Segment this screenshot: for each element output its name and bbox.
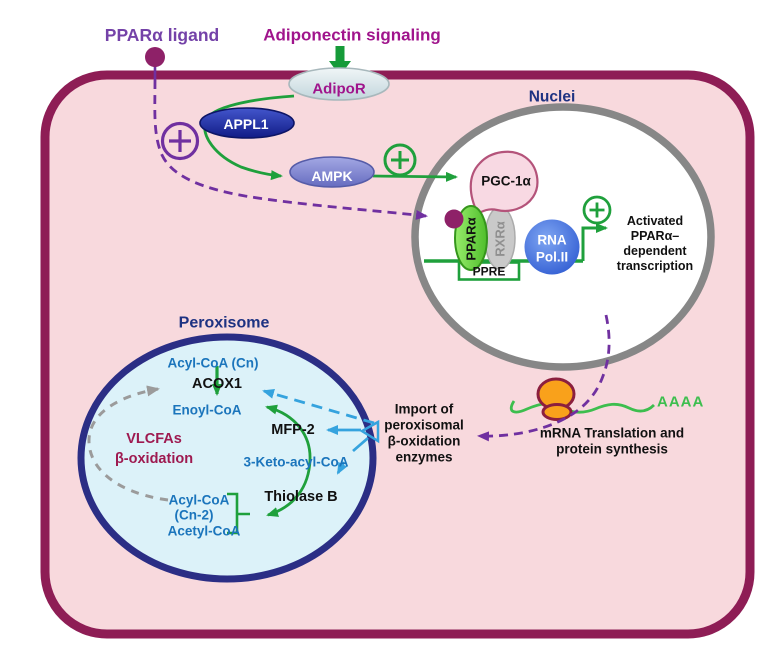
poly-a-tail-label: AAAA — [657, 394, 704, 411]
acyl-coa-cn-label: Acyl-CoA (Cn) — [168, 356, 259, 371]
ampk-label: AMPK — [311, 168, 352, 184]
enoyl-coa-label: Enoyl-CoA — [173, 403, 242, 418]
mrna-export-dashed-path — [477, 314, 611, 442]
import-line3: β-oxidation — [388, 434, 461, 449]
ligand-dot-bound — [444, 209, 464, 229]
vlcfa-line1: VLCFAs — [126, 431, 182, 447]
import-channel-icon — [359, 419, 380, 444]
pgc1a-label: PGC-1α — [481, 174, 531, 189]
ppar-ligand-label: PPARα ligand — [105, 25, 219, 45]
adipor-appl1-ampk-arrow — [203, 94, 295, 181]
keto-acyl-coa-label: 3-Keto-acyl-CoA — [243, 455, 348, 470]
import-arrow-thiolase — [336, 461, 348, 475]
product-line3: Acetyl-CoA — [168, 524, 241, 539]
adipor-receptor — [288, 67, 390, 101]
rna-pol-label-line1: RNA — [537, 233, 566, 248]
peroxisome-title: Peroxisome — [179, 315, 270, 332]
rna-pol-circle — [524, 219, 580, 275]
ppre-label: PPRE — [473, 265, 506, 279]
ampk-pgc1a-arrow — [372, 171, 458, 182]
pgc1a-balloon — [469, 150, 539, 216]
translation-caption-line1: mRNA Translation and — [540, 426, 684, 441]
ribosome-small-subunit — [541, 403, 573, 421]
adiponectin-label: Adiponectin signaling — [263, 26, 441, 45]
recycling-dashed-arrow — [87, 385, 169, 502]
plus-icon — [383, 143, 417, 177]
import-line1: Import of — [395, 402, 454, 417]
nucleus-title: Nuclei — [529, 89, 576, 106]
appl1-ellipse — [199, 107, 295, 139]
adipor-label: AdipoR — [312, 81, 365, 98]
plus-icon — [160, 121, 200, 161]
acox1-label: ACOX1 — [192, 376, 242, 392]
rxra-label: RXRα — [493, 221, 508, 256]
activated-line4: transcription — [617, 259, 693, 273]
ampk-ellipse — [289, 156, 375, 188]
activated-line3: dependent — [623, 244, 687, 258]
plus-icon — [582, 195, 612, 225]
import-line2: peroxisomal — [384, 418, 464, 433]
ppara-label: PPARα — [464, 217, 479, 260]
transcription-start-arrow — [581, 223, 608, 261]
vlcfa-line2: β-oxidation — [115, 451, 193, 467]
translation-caption-line2: protein synthesis — [556, 442, 668, 457]
import-arrow-acox1 — [262, 388, 375, 425]
activated-line1: Activated — [627, 214, 683, 228]
mfp2-label: MFP-2 — [271, 422, 315, 438]
activated-line2: PPARα– — [631, 229, 679, 243]
import-line-keto — [352, 436, 369, 453]
product-line2: (Cn-2) — [175, 508, 214, 523]
import-line4: enzymes — [395, 450, 452, 465]
product-line1: Acyl-CoA — [169, 493, 230, 508]
products-bracket — [227, 492, 250, 535]
rna-pol-label-line2: Pol.II — [536, 250, 568, 265]
ligand-dashed-path — [153, 79, 428, 220]
thiolase-b-label: Thiolase B — [264, 489, 337, 505]
ligand-dot — [145, 47, 165, 67]
appl1-label: APPL1 — [223, 116, 268, 132]
beta-oxidation-cycle-arrow — [265, 404, 312, 517]
peroxisome — [77, 333, 377, 583]
